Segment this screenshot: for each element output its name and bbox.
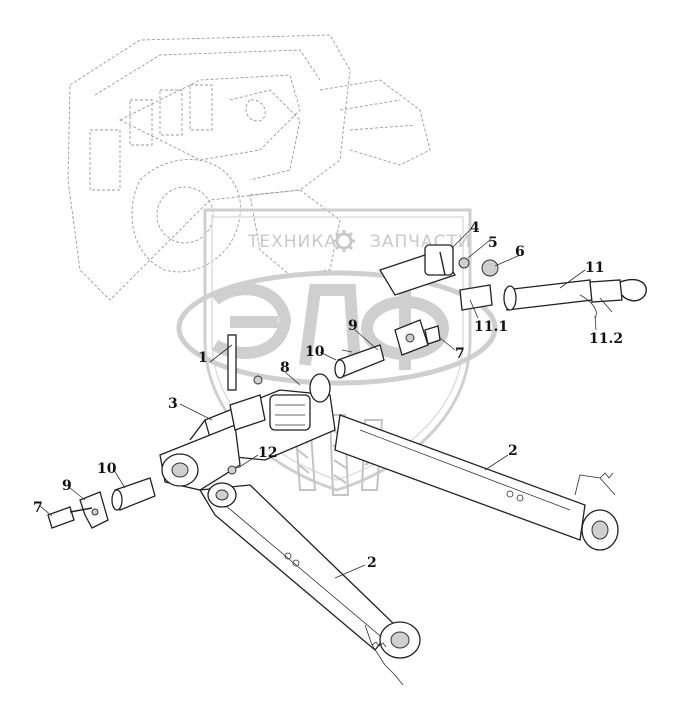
callout-9-middle: 9 <box>348 318 358 334</box>
leader-lines <box>39 227 597 579</box>
callout-12: 12 <box>258 445 277 461</box>
callout-6: 6 <box>515 244 525 260</box>
callout-4: 4 <box>470 220 480 236</box>
gear-icon <box>333 230 355 252</box>
callout-9-left: 9 <box>62 478 72 494</box>
callout-10-middle: 10 <box>305 344 325 360</box>
middle-bracket-parts <box>334 319 441 379</box>
callout-11-2: 11.2 <box>589 331 623 347</box>
left-lower-link-arm <box>198 482 421 686</box>
right-lower-link-arm <box>334 414 619 551</box>
callout-5: 5 <box>488 235 498 251</box>
watermark-logo <box>210 283 449 370</box>
upper-link-assembly <box>379 244 647 319</box>
callout-11: 11 <box>585 260 604 276</box>
callout-2-bottom: 2 <box>367 555 377 571</box>
callout-7-left: 7 <box>33 500 43 516</box>
transmission-housing-outline <box>67 34 431 301</box>
callout-11-1: 11.1 <box>474 319 508 335</box>
callout-10-left: 10 <box>97 461 117 477</box>
watermark-text-left: ТЕХНИКА <box>247 232 337 252</box>
left-pin-parts <box>47 477 156 529</box>
callouts: 1 2 2 3 4 5 6 7 7 8 9 9 10 10 11 11.1 11… <box>33 220 623 571</box>
callout-8: 8 <box>280 360 290 376</box>
callout-3: 3 <box>168 396 178 412</box>
callout-2-right: 2 <box>508 443 518 459</box>
watermark-text-right: ЗАПЧАСТИ <box>370 232 472 252</box>
hitch-housing <box>159 334 336 491</box>
callout-7-middle: 7 <box>455 346 465 362</box>
callout-1: 1 <box>198 350 208 366</box>
